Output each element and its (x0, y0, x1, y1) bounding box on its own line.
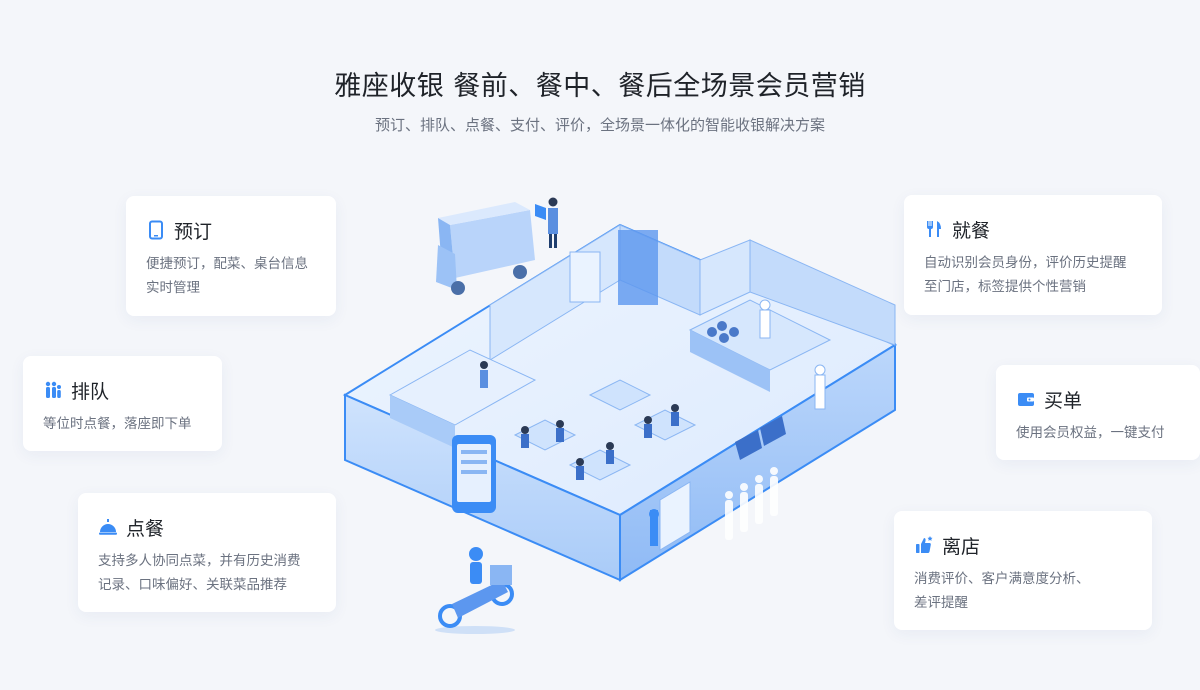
kitchen-counter (688, 299, 832, 410)
thumbs-up-icon (916, 536, 933, 553)
people-queue-icon (45, 381, 61, 398)
feature-desc-line: 至门店，标签提供个性营销 (924, 279, 1086, 295)
feature-desc-line: 差评提醒 (914, 595, 968, 611)
feature-card-pay: 买单 使用会员权益，一键支付 (996, 365, 1200, 460)
feature-title: 买单 (1044, 389, 1083, 412)
feature-title: 就餐 (952, 219, 991, 242)
feature-card-queue: 排队 等位时点餐，落座即下单 (23, 356, 222, 451)
feature-card-order: 点餐 支持多人协同点菜，并有历史消费 记录、口味偏好、关联菜品推荐 (78, 493, 336, 612)
tablet-icon (149, 220, 163, 240)
feature-desc-line: 消费评价、客户满意度分析、 (914, 571, 1090, 587)
wallet-icon (1018, 393, 1034, 406)
feature-title: 离店 (942, 535, 981, 558)
feature-desc-line: 使用会员权益，一键支付 (1016, 425, 1165, 441)
page-title: 雅座收银 餐前、餐中、餐后全场景会员营销 (334, 71, 866, 102)
feature-card-dine: 就餐 自动识别会员身份，评价历史提醒 至门店，标签提供个性营销 (904, 195, 1162, 315)
feature-desc-line: 实时管理 (146, 280, 200, 296)
feature-desc-line: 便捷预订，配菜、桌台信息 (146, 256, 308, 272)
feature-title: 点餐 (126, 517, 165, 540)
feature-desc-line: 支持多人协同点菜，并有历史消费 (98, 553, 301, 569)
page-subtitle: 预订、排队、点餐、支付、评价，全场景一体化的智能收银解决方案 (374, 116, 825, 134)
feature-title: 预订 (174, 220, 213, 243)
reception-desk (388, 349, 537, 448)
feature-card-reserve: 预订 便捷预订，配菜、桌台信息 实时管理 (126, 196, 336, 316)
fork-knife-icon (927, 221, 941, 237)
restaurant-illustration (342, 197, 898, 634)
phone-illustration (452, 435, 496, 513)
delivery-scooter (435, 547, 515, 634)
dining-tables (513, 379, 697, 481)
feature-card-leave: 离店 消费评价、客户满意度分析、 差评提醒 (894, 511, 1152, 630)
feature-title: 排队 (71, 380, 110, 403)
back-walls (489, 224, 896, 361)
feature-desc-line: 自动识别会员身份，评价历史提醒 (924, 255, 1127, 271)
guest-silhouettes (725, 467, 778, 540)
staff-figure (535, 197, 558, 248)
delivery-truck (436, 202, 535, 295)
entrance (649, 416, 786, 551)
feature-desc-line: 等位时点餐，落座即下单 (43, 416, 192, 432)
feature-desc-line: 记录、口味偏好、关联菜品推荐 (98, 577, 287, 593)
cloche-icon (99, 519, 117, 535)
